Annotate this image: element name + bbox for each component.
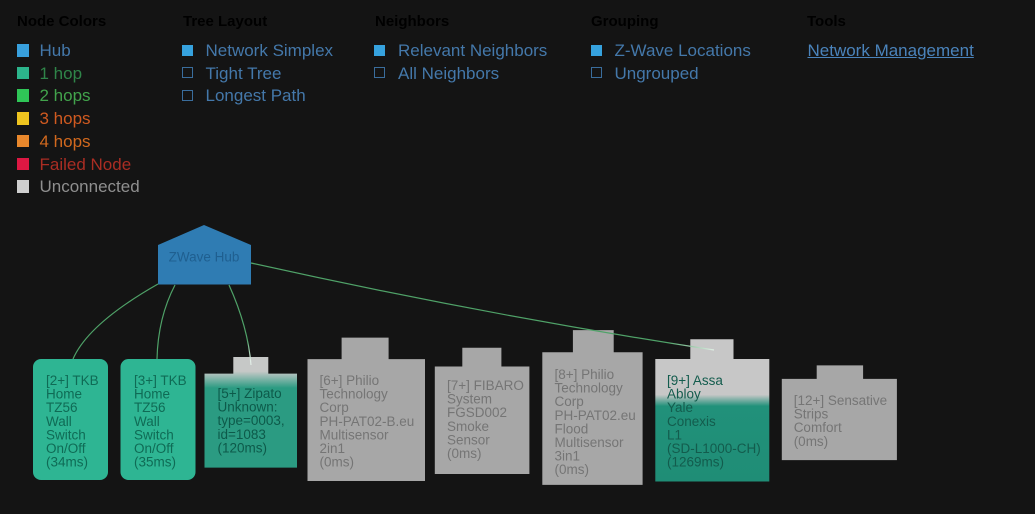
svg-text:ZWave Hub: ZWave Hub [169,250,240,265]
